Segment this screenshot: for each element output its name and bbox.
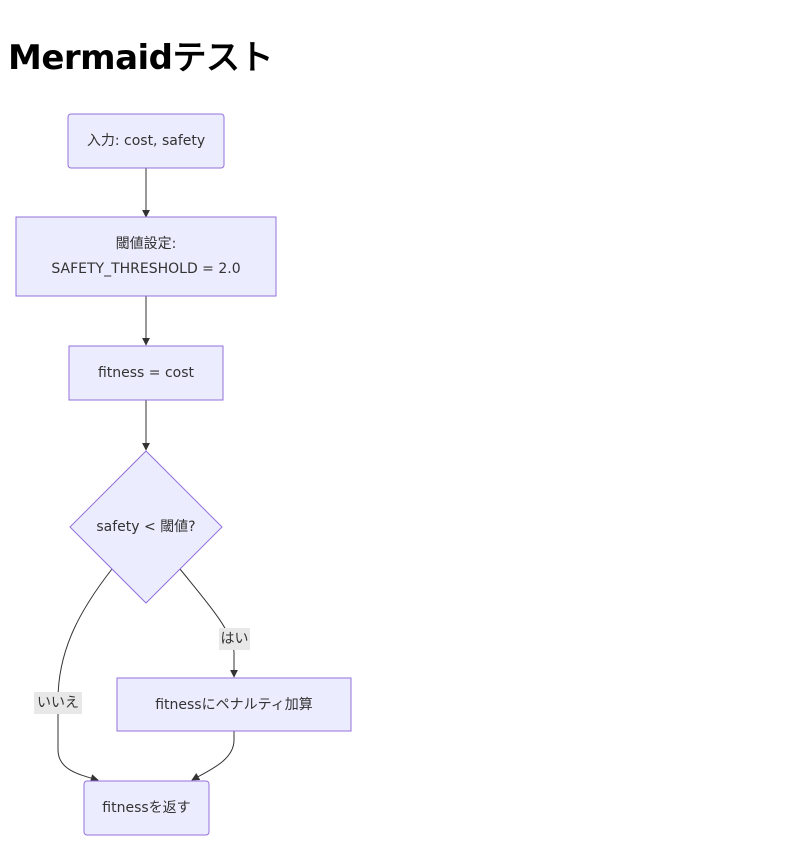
- page-title: Mermaidテスト: [8, 38, 274, 78]
- node-threshold-label-line2: SAFETY_THRESHOLD = 2.0: [51, 261, 240, 277]
- node-return-box: [83, 780, 210, 836]
- node-input: 入力: cost, safety: [67, 113, 225, 169]
- edge-label-yes-text: はい: [221, 631, 249, 647]
- edge-decision-no: [57, 568, 113, 782]
- edge-decision-yes: [179, 568, 238, 678]
- node-input-label: 入力: cost, safety: [87, 133, 205, 149]
- node-threshold-label-line1: 閾値設定:: [116, 236, 177, 252]
- node-threshold-box: [15, 216, 277, 297]
- node-decision-label: safety < 閾値?: [96, 519, 195, 535]
- node-return-label: fitnessを返す: [102, 800, 190, 816]
- edge-label-no-text: いいえ: [37, 695, 79, 711]
- node-penalty-box: [116, 677, 352, 732]
- edges: [57, 168, 238, 782]
- edge-penalty-to-return: [191, 731, 235, 781]
- node-fitness-init: fitness = cost: [68, 345, 224, 401]
- node-penalty-label: fitnessにペナルティ加算: [155, 697, 313, 713]
- node-threshold: 閾値設定: SAFETY_THRESHOLD = 2.0: [15, 216, 277, 297]
- edge-label-no-bg: [34, 692, 82, 714]
- edge-label-no: いいえ: [34, 692, 82, 714]
- node-penalty: fitnessにペナルティ加算: [116, 677, 352, 732]
- node-fitness-init-label: fitness = cost: [98, 365, 195, 381]
- node-decision-diamond: [69, 450, 223, 604]
- node-return: fitnessを返す: [83, 780, 210, 836]
- edge-label-yes: はい: [219, 628, 250, 650]
- edge-label-yes-bg: [219, 628, 250, 650]
- node-fitness-init-box: [68, 345, 224, 401]
- node-input-box: [67, 113, 225, 169]
- node-decision: safety < 閾値?: [69, 450, 223, 604]
